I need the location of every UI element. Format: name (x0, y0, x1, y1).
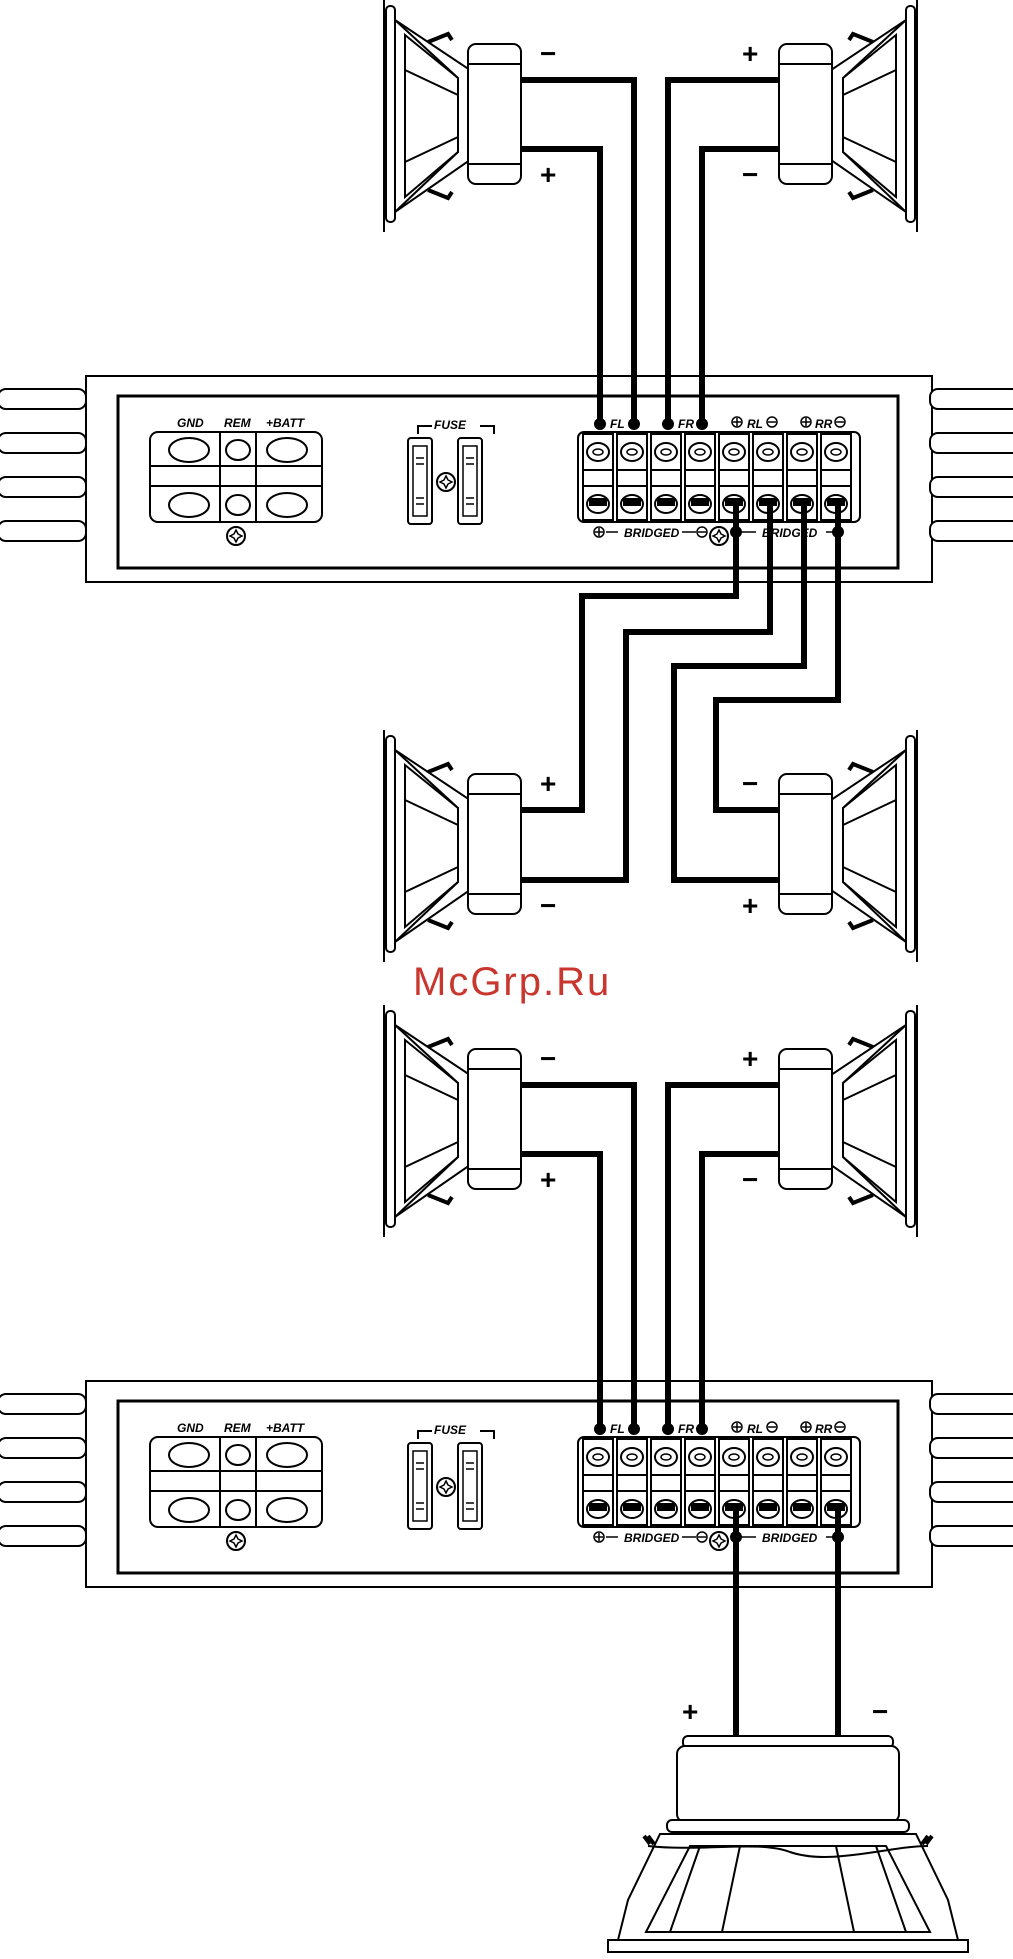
label-fr: FR (678, 1422, 694, 1436)
label-gnd: GND (177, 1421, 204, 1435)
label-rl: RL (747, 417, 763, 431)
speaker-front-right (779, 0, 917, 232)
label-fr: FR (678, 417, 694, 431)
polarity-plus: + (540, 768, 556, 799)
polarity-minus: − (742, 768, 758, 799)
polarity-minus: − (742, 159, 758, 190)
label-batt: +BATT (266, 416, 306, 430)
label-rr: RR (815, 417, 833, 431)
label-fuse: FUSE (434, 1423, 467, 1437)
label-fl: FL (610, 1422, 625, 1436)
polarity-plus: + (540, 159, 556, 190)
polarity-minus: − (540, 38, 556, 69)
label-bridged-front: BRIDGED (624, 1531, 680, 1545)
label-batt: +BATT (266, 1421, 306, 1435)
polarity-minus: − (540, 1043, 556, 1074)
polarity-plus: + (742, 1043, 758, 1074)
polarity-plus: + (742, 890, 758, 921)
subwoofer (608, 1736, 968, 1952)
label-gnd: GND (177, 416, 204, 430)
polarity-minus: − (742, 1164, 758, 1195)
label-bridged-front: BRIDGED (624, 526, 680, 540)
polarity-plus: + (682, 1696, 698, 1727)
label-rem: REM (224, 1421, 252, 1435)
label-rem: REM (224, 416, 252, 430)
label-rl: RL (747, 1422, 763, 1436)
speaker-front-right-2 (779, 1005, 917, 1237)
polarity-minus: − (872, 1696, 888, 1727)
speaker-rear-left (384, 730, 521, 962)
watermark: McGrp.Ru (413, 960, 611, 1004)
speaker-front-left (384, 0, 521, 232)
polarity-plus: + (540, 1164, 556, 1195)
speaker-front-left-2 (384, 1005, 521, 1237)
label-bridged-rear: BRIDGED (762, 1531, 818, 1545)
polarity-minus: − (540, 890, 556, 921)
label-fl: FL (610, 417, 625, 431)
amplifier-1 (0, 376, 1013, 582)
speaker-rear-right (779, 730, 917, 962)
amplifier-2 (0, 1381, 1013, 1587)
polarity-plus: + (742, 38, 758, 69)
label-rr: RR (815, 1422, 833, 1436)
label-fuse: FUSE (434, 418, 467, 432)
